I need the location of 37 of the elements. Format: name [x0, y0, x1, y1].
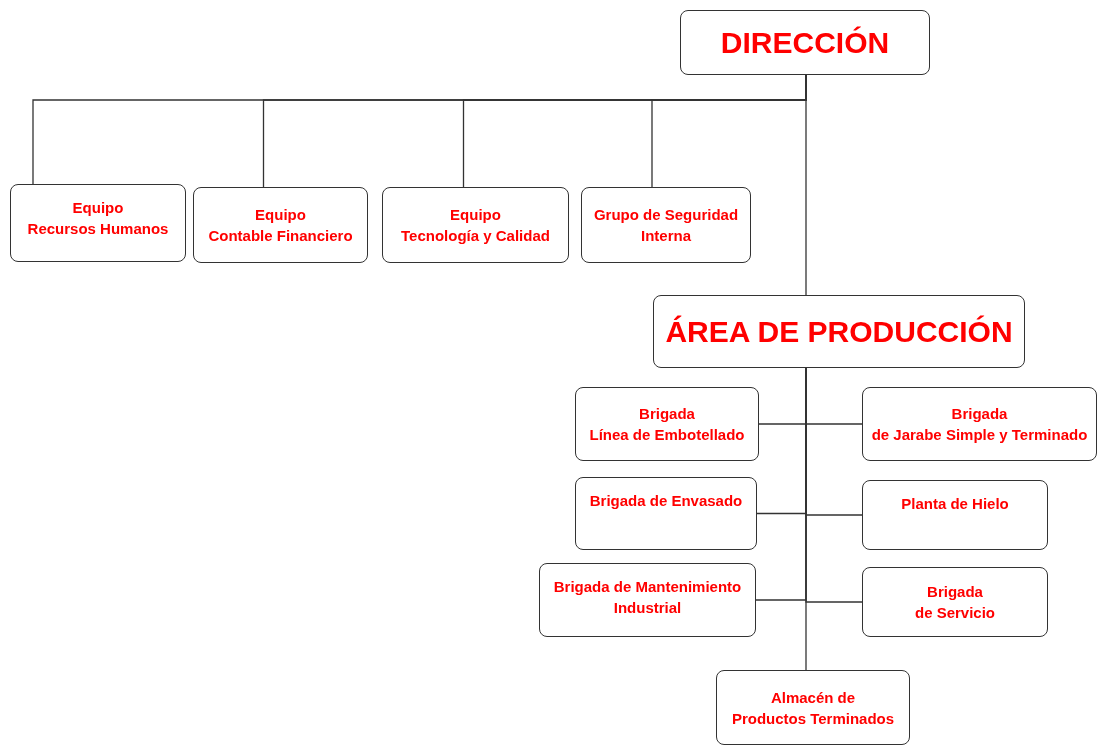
team-box: [539, 563, 756, 637]
node-label: Brigada de Mantenimiento: [553, 577, 742, 597]
team-box: [862, 387, 1097, 461]
connector-line: [805, 367, 807, 671]
unit-box: [680, 10, 930, 75]
node-label: Planta de Hielo: [901, 494, 1009, 514]
node-label: de Jarabe Simple y Terminado: [871, 425, 1088, 445]
node-label: Brigada: [927, 582, 983, 602]
team-box: [193, 187, 368, 263]
team-box: [575, 387, 759, 461]
node-label: DIRECCIÓN: [720, 24, 890, 61]
team-box: [862, 480, 1048, 550]
node-label: Brigada: [639, 404, 695, 424]
node-label: Industrial: [613, 598, 682, 618]
node-label: Productos Terminados: [731, 708, 895, 729]
node-label: Almacén de: [770, 687, 856, 708]
node-label: Interna: [641, 226, 691, 246]
team-box: [862, 567, 1048, 637]
team-box: [581, 187, 751, 263]
node-label: Línea de Embotellado: [589, 425, 745, 445]
node-label: Recursos Humanos: [27, 219, 169, 239]
node-label: Equipo: [255, 205, 306, 225]
node-label: ÁREA DE PRODUCCIÓN: [665, 313, 1013, 350]
node-label: Grupo de Seguridad: [593, 205, 739, 225]
connector-line: [805, 74, 807, 296]
node-label: Contable Financiero: [208, 226, 353, 246]
node-label: Equipo: [450, 205, 501, 225]
node-label: Tecnología y Calidad: [401, 226, 550, 246]
team-box: [575, 477, 757, 550]
node-label: Brigada de Envasado: [589, 491, 743, 511]
node-label: de Servicio: [914, 603, 995, 623]
team-box: [716, 670, 910, 745]
node-label: Brigada: [951, 404, 1008, 424]
team-box: [382, 187, 569, 263]
node-label: Equipo: [72, 198, 124, 218]
unit-box: [653, 295, 1025, 368]
team-box: [10, 184, 186, 262]
